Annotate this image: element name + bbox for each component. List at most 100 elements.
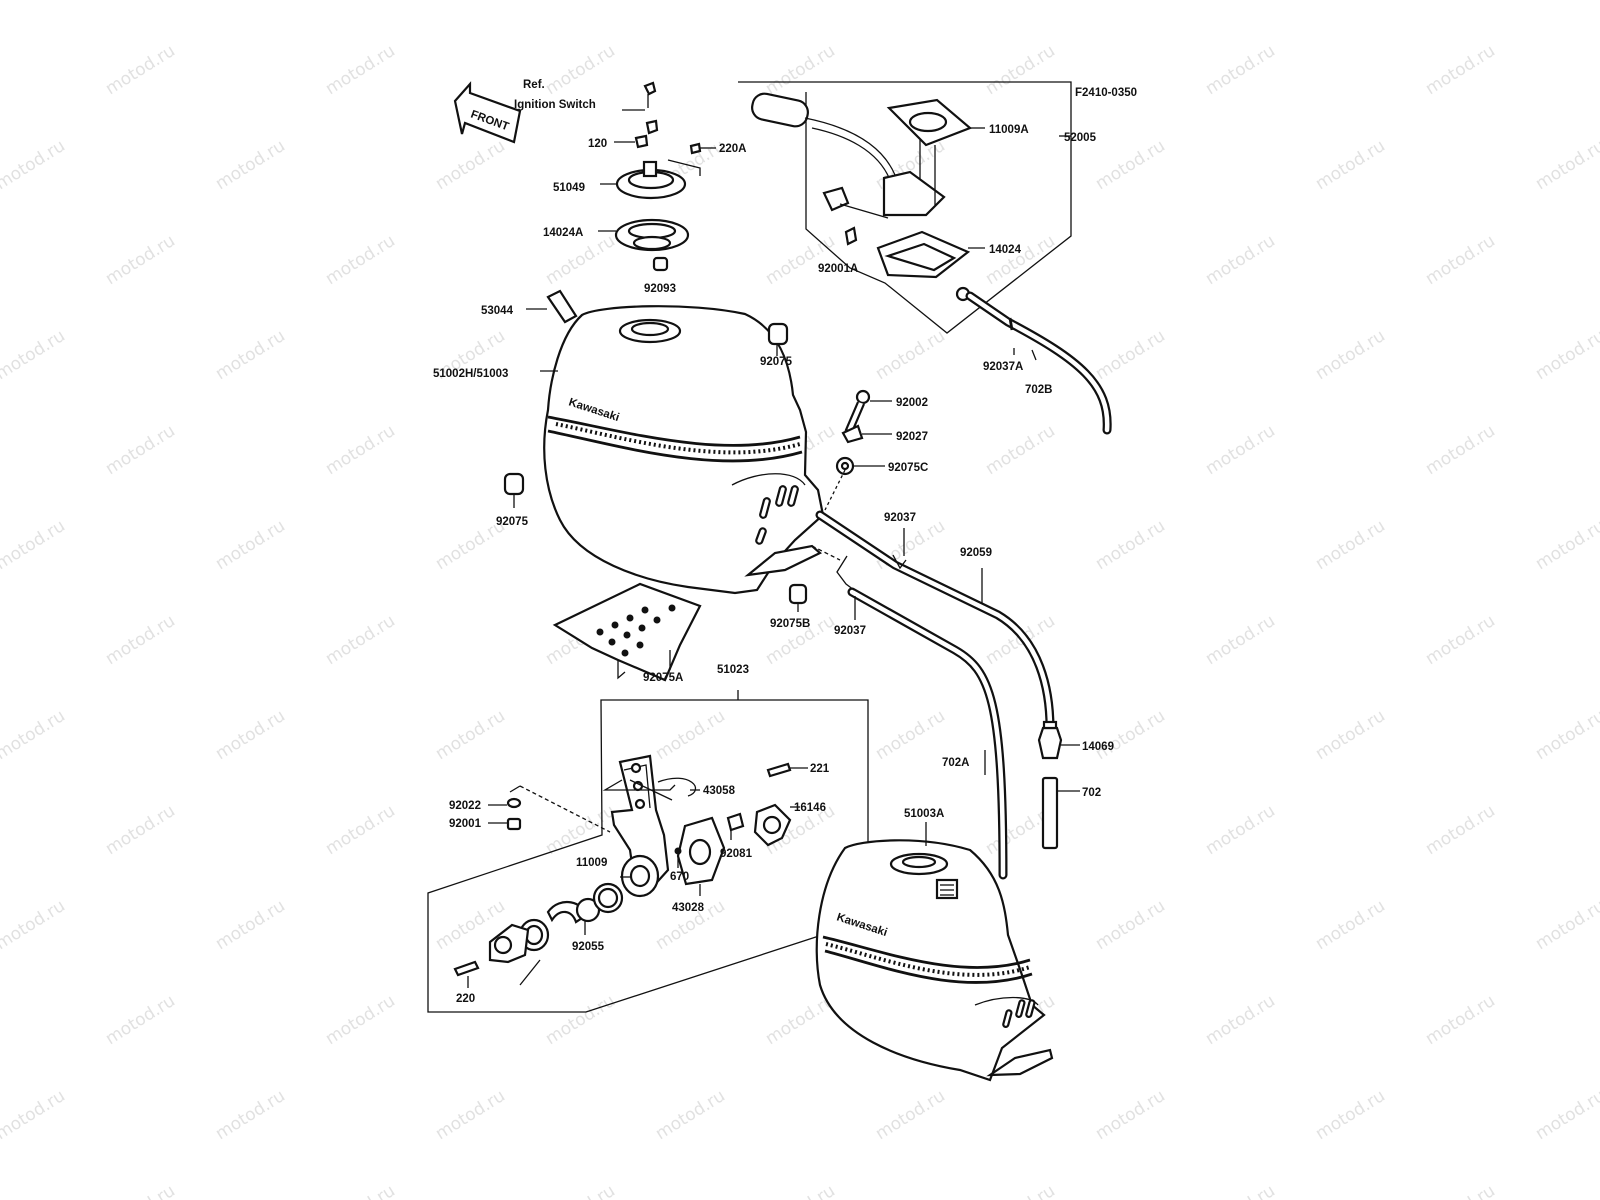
watermark-text: motod.ru bbox=[102, 611, 179, 669]
part-labels: 120 220A 51049 14024A 92093 53044 51002H… bbox=[433, 124, 1114, 1005]
watermark-text: motod.ru bbox=[102, 421, 179, 479]
label-702b: 702B bbox=[1025, 384, 1053, 396]
watermark-text: motod.ru bbox=[322, 1181, 399, 1200]
watermark-text: motod.ru bbox=[872, 0, 949, 4]
label-52005: 52005 bbox=[1064, 132, 1097, 144]
label-92037-bot: 92037 bbox=[834, 625, 866, 637]
watermark-text: motod.ru bbox=[432, 136, 509, 194]
label-92001: 92001 bbox=[449, 818, 482, 830]
grommet-92075-left bbox=[503, 472, 525, 496]
watermark-text: motod.ru bbox=[212, 516, 289, 574]
watermark-text: motod.ru bbox=[1422, 801, 1499, 859]
label-16146: 16146 bbox=[794, 802, 826, 814]
watermark-text: motod.ru bbox=[542, 231, 619, 289]
watermark-text: motod.ru bbox=[1092, 0, 1169, 4]
label-92075-left: 92075 bbox=[496, 516, 529, 528]
watermark-text: motod.ru bbox=[1202, 1181, 1279, 1200]
label-92001a: 92001A bbox=[818, 263, 858, 275]
watermark-text: motod.ru bbox=[212, 0, 289, 4]
label-92037a: 92037A bbox=[983, 361, 1023, 373]
label-702: 702 bbox=[1082, 787, 1101, 799]
label-51049: 51049 bbox=[553, 182, 585, 194]
watermark-text: motod.ru bbox=[212, 326, 289, 384]
watermark-text: motod.ru bbox=[982, 1181, 1059, 1200]
watermark-text: motod.ru bbox=[1202, 611, 1279, 669]
watermark-text: motod.ru bbox=[322, 801, 399, 859]
watermark-text: motod.ru bbox=[0, 1086, 69, 1144]
label-14024a: 14024A bbox=[543, 227, 583, 239]
watermark-text: motod.ru bbox=[1422, 611, 1499, 669]
fuel-cock-assembly bbox=[427, 690, 869, 1013]
watermark-text: motod.ru bbox=[1202, 231, 1279, 289]
watermark-text: motod.ru bbox=[1202, 421, 1279, 479]
watermark-text: motod.ru bbox=[1312, 0, 1389, 4]
label-43028: 43028 bbox=[672, 902, 705, 914]
grommet-92075b bbox=[788, 583, 808, 605]
watermark-text: motod.ru bbox=[1312, 1086, 1389, 1144]
watermark-text: motod.ru bbox=[542, 1181, 619, 1200]
hose-702 bbox=[1041, 776, 1059, 850]
label-220: 220 bbox=[456, 993, 475, 1005]
watermark-text: motod.ru bbox=[1532, 706, 1600, 764]
hose-routing bbox=[811, 510, 1080, 880]
watermark-text: motod.ru bbox=[1312, 896, 1389, 954]
watermark-text: motod.ru bbox=[102, 41, 179, 99]
label-92075-top: 92075 bbox=[760, 356, 793, 368]
fuel-tank-51003a: Kawasaki bbox=[815, 822, 1054, 1082]
watermark-text: motod.ru bbox=[1532, 0, 1600, 4]
watermark-text: motod.ru bbox=[1422, 421, 1499, 479]
watermark-text: motod.ru bbox=[102, 991, 179, 1049]
watermark-text: motod.ru bbox=[1202, 41, 1279, 99]
pin-53044 bbox=[526, 289, 578, 324]
watermark-text: motod.ru bbox=[1312, 326, 1389, 384]
watermark-text: motod.ru bbox=[102, 231, 179, 289]
label-14024: 14024 bbox=[989, 244, 1022, 256]
watermark-text: motod.ru bbox=[432, 706, 509, 764]
watermark-text: motod.ru bbox=[322, 421, 399, 479]
screw-120-icon bbox=[634, 134, 649, 149]
watermark-text: motod.ru bbox=[1532, 326, 1600, 384]
watermark-text: motod.ru bbox=[542, 41, 619, 99]
fuel-tank-51002h: Kawasaki bbox=[540, 305, 825, 595]
label-670: 670 bbox=[670, 871, 689, 883]
ref-label: Ref. bbox=[523, 79, 545, 91]
watermark-text: motod.ru bbox=[1202, 801, 1279, 859]
label-92093: 92093 bbox=[644, 283, 676, 295]
watermark-text: motod.ru bbox=[1312, 706, 1389, 764]
watermark-text: motod.ru bbox=[982, 421, 1059, 479]
watermark-text: motod.ru bbox=[1202, 991, 1279, 1049]
mount-bolt-set bbox=[824, 389, 892, 511]
watermark-text: motod.ru bbox=[1422, 41, 1499, 99]
fuel-filter-14069 bbox=[1037, 726, 1063, 760]
watermark-text: motod.ru bbox=[652, 1086, 729, 1144]
watermark-text: motod.ru bbox=[322, 41, 399, 99]
watermark-text: motod.ru bbox=[1092, 516, 1169, 574]
label-11009: 11009 bbox=[576, 857, 607, 869]
watermark-text: motod.ru bbox=[212, 1086, 289, 1144]
watermark-text: motod.ru bbox=[1092, 136, 1169, 194]
label-51002h-51003: 51002H/51003 bbox=[433, 368, 508, 380]
watermark-text: motod.ru bbox=[0, 516, 69, 574]
watermark-text: motod.ru bbox=[0, 896, 69, 954]
watermark-text: motod.ru bbox=[872, 516, 949, 574]
front-arrow: FRONT bbox=[453, 81, 522, 144]
watermark-text: motod.ru bbox=[872, 1086, 949, 1144]
screw-220a-icon bbox=[689, 142, 702, 155]
label-11009a: 11009A bbox=[989, 124, 1029, 136]
watermark-text: motod.ru bbox=[0, 0, 69, 4]
watermark-text: motod.ru bbox=[0, 136, 69, 194]
screw-icon bbox=[645, 119, 659, 135]
bolt-icon bbox=[643, 81, 657, 96]
watermark-text: motod.ru bbox=[1532, 136, 1600, 194]
watermark-text: motod.ru bbox=[1312, 516, 1389, 574]
label-220a: 220A bbox=[719, 143, 747, 155]
watermark-text: motod.ru bbox=[1422, 991, 1499, 1049]
label-92059: 92059 bbox=[960, 547, 992, 559]
watermark-text: motod.ru bbox=[1092, 706, 1169, 764]
watermark-text: motod.ru bbox=[872, 706, 949, 764]
watermark-text: motod.ru bbox=[982, 231, 1059, 289]
ignition-switch-ref-label: Ignition Switch bbox=[514, 99, 596, 111]
label-221: 221 bbox=[810, 763, 830, 775]
label-92081: 92081 bbox=[720, 848, 753, 860]
